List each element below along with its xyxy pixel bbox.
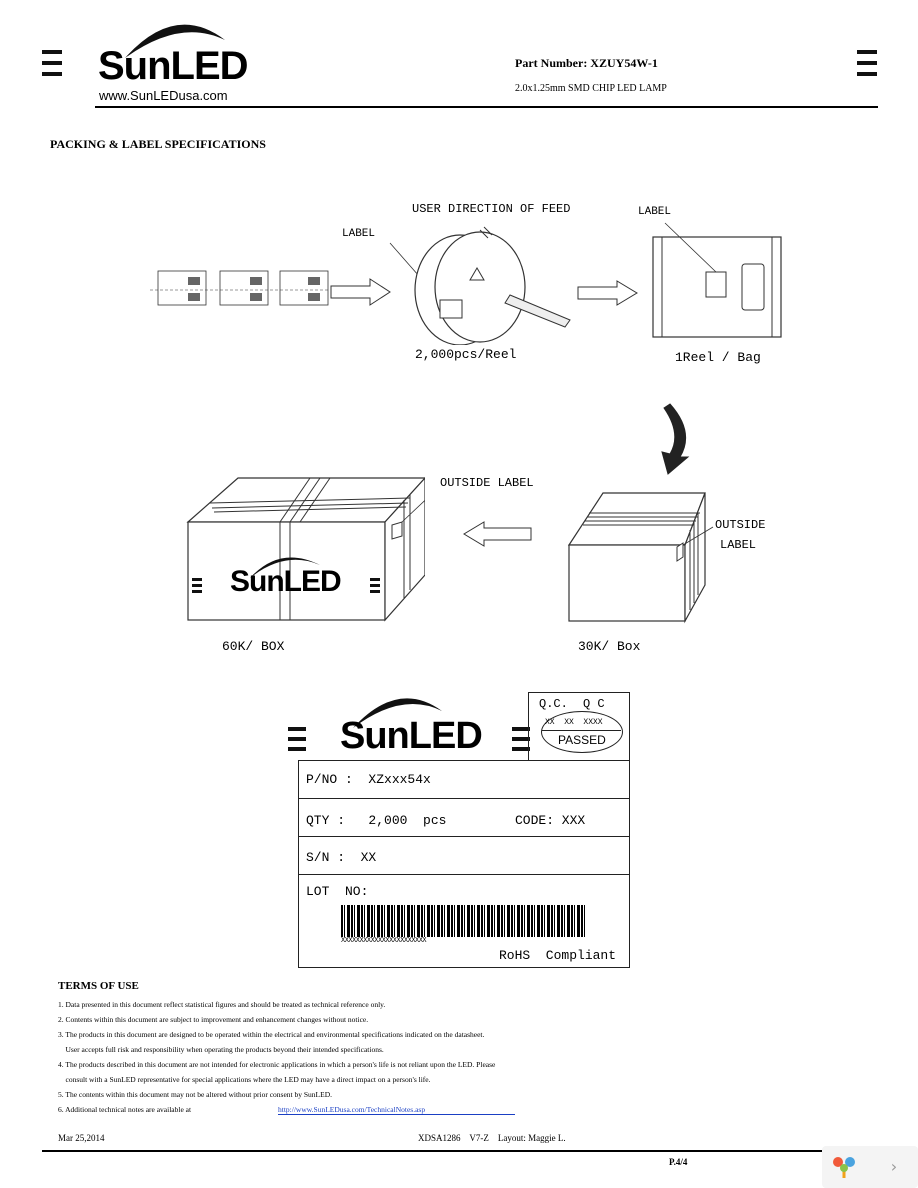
viewer-widget: ›: [822, 1146, 918, 1188]
label-logo: SunLED: [340, 715, 483, 757]
label-row-sn: S/N : XX: [298, 836, 630, 875]
curved-arrow-icon: [661, 403, 690, 475]
terms-line: 1. Data presented in this document refle…: [58, 1000, 386, 1009]
next-page-button[interactable]: ›: [890, 1157, 898, 1176]
app-logo-icon: [833, 1157, 855, 1178]
footer-doc: XDSA1286 V7-Z Layout: Maggie L.: [418, 1133, 566, 1143]
bag-caption: 1Reel / Bag: [675, 350, 761, 365]
bag-label-callout: LABEL: [638, 206, 672, 218]
qc-text-2: Q C: [583, 697, 605, 711]
small-box-caption: 30K/ Box: [578, 639, 641, 654]
label-row-qty: QTY : 2,000 pcs CODE: XXX: [298, 798, 630, 837]
footer-date: Mar 25,2014: [58, 1133, 105, 1143]
header-right-bars: [857, 50, 877, 80]
label-lot: LOT NO:: [306, 884, 369, 899]
small-box-drawing: [567, 492, 714, 624]
terms-line: 5. The contents within this document may…: [58, 1090, 332, 1099]
label-qty: QTY : 2,000 pcs: [306, 813, 447, 828]
section-title: PACKING & LABEL SPECIFICATIONS: [50, 137, 266, 151]
footer-page: P.4/4: [669, 1157, 688, 1167]
bag-drawing: [652, 222, 782, 338]
reel-drawing: [389, 226, 571, 345]
tape-diagram: [150, 270, 330, 306]
barcode-text: XXXXXXXXXXXXXXXXXXXXXXX: [341, 937, 427, 945]
footer-rule: [42, 1150, 837, 1152]
terms-line: 2. Contents within this document are sub…: [58, 1015, 369, 1024]
header-subtitle: 2.0x1.25mm SMD CHIP LED LAMP: [515, 83, 667, 94]
big-box-caption: 60K/ BOX: [222, 639, 285, 654]
part-number: Part Number: XZUY54W-1: [515, 56, 658, 70]
technical-notes-link[interactable]: http://www.SunLEDusa.com/TechnicalNotes.…: [278, 1105, 515, 1115]
label-logo-arc: [353, 698, 442, 728]
rohs-text: RoHS Compliant: [499, 948, 617, 963]
terms-line: consult with a SunLED representative for…: [58, 1075, 431, 1084]
feed-direction-label: USER DIRECTION OF FEED: [412, 202, 571, 216]
barcode: [341, 905, 586, 937]
qc-text-1: Q.C.: [539, 697, 568, 711]
label-logo-right-bars: [512, 727, 530, 751]
label-logo-left-bars: [288, 727, 306, 751]
header-website: www.SunLEDusa.com: [99, 88, 228, 103]
box-logo: SunLED: [230, 565, 342, 598]
terms-line: 3. The products in this document are des…: [58, 1030, 485, 1039]
terms-title: TERMS OF USE: [58, 980, 139, 992]
label-code: CODE: XXX: [515, 813, 586, 828]
arrow-right-icon: [330, 278, 391, 306]
outside-label-small-2: LABEL: [720, 538, 757, 552]
label-row-pno: P/NO : XZxxx54x: [298, 760, 630, 799]
arrow-right-icon: [577, 280, 638, 306]
outside-label-small-1: OUTSIDE: [715, 518, 766, 532]
label-pno: P/NO : XZxxx54x: [306, 772, 431, 787]
terms-line: User accepts full risk and responsibilit…: [58, 1045, 384, 1054]
label-sn: S/N : XX: [306, 850, 377, 865]
header-rule: [95, 106, 878, 108]
arrow-left-icon: [463, 521, 532, 547]
reel-caption: 2,000pcs/Reel: [415, 347, 517, 362]
header-left-bars: [42, 50, 62, 80]
reel-label-callout: LABEL: [342, 228, 376, 240]
header-logo: SunLED: [98, 44, 249, 88]
qc-stamp-box: Q.C. Q C XX XX XXXX PASSED: [528, 692, 630, 761]
qc-stamp-line: [542, 730, 621, 731]
qc-passed: PASSED: [558, 733, 606, 747]
terms-line: 4. The products described in this docume…: [58, 1060, 496, 1069]
qc-code: XX XX XXXX: [545, 718, 603, 727]
big-box-drawing: [186, 477, 425, 622]
terms-line: 6. Additional technical notes are availa…: [58, 1105, 192, 1114]
outside-label-big: OUTSIDE LABEL: [440, 476, 534, 490]
qc-stamp-oval: XX XX XXXX PASSED: [541, 711, 623, 753]
label-row-lot: LOT NO: XXXXXXXXXXXXXXXXXXXXXXX RoHS Com…: [298, 874, 630, 968]
logo-arc: [125, 24, 225, 58]
